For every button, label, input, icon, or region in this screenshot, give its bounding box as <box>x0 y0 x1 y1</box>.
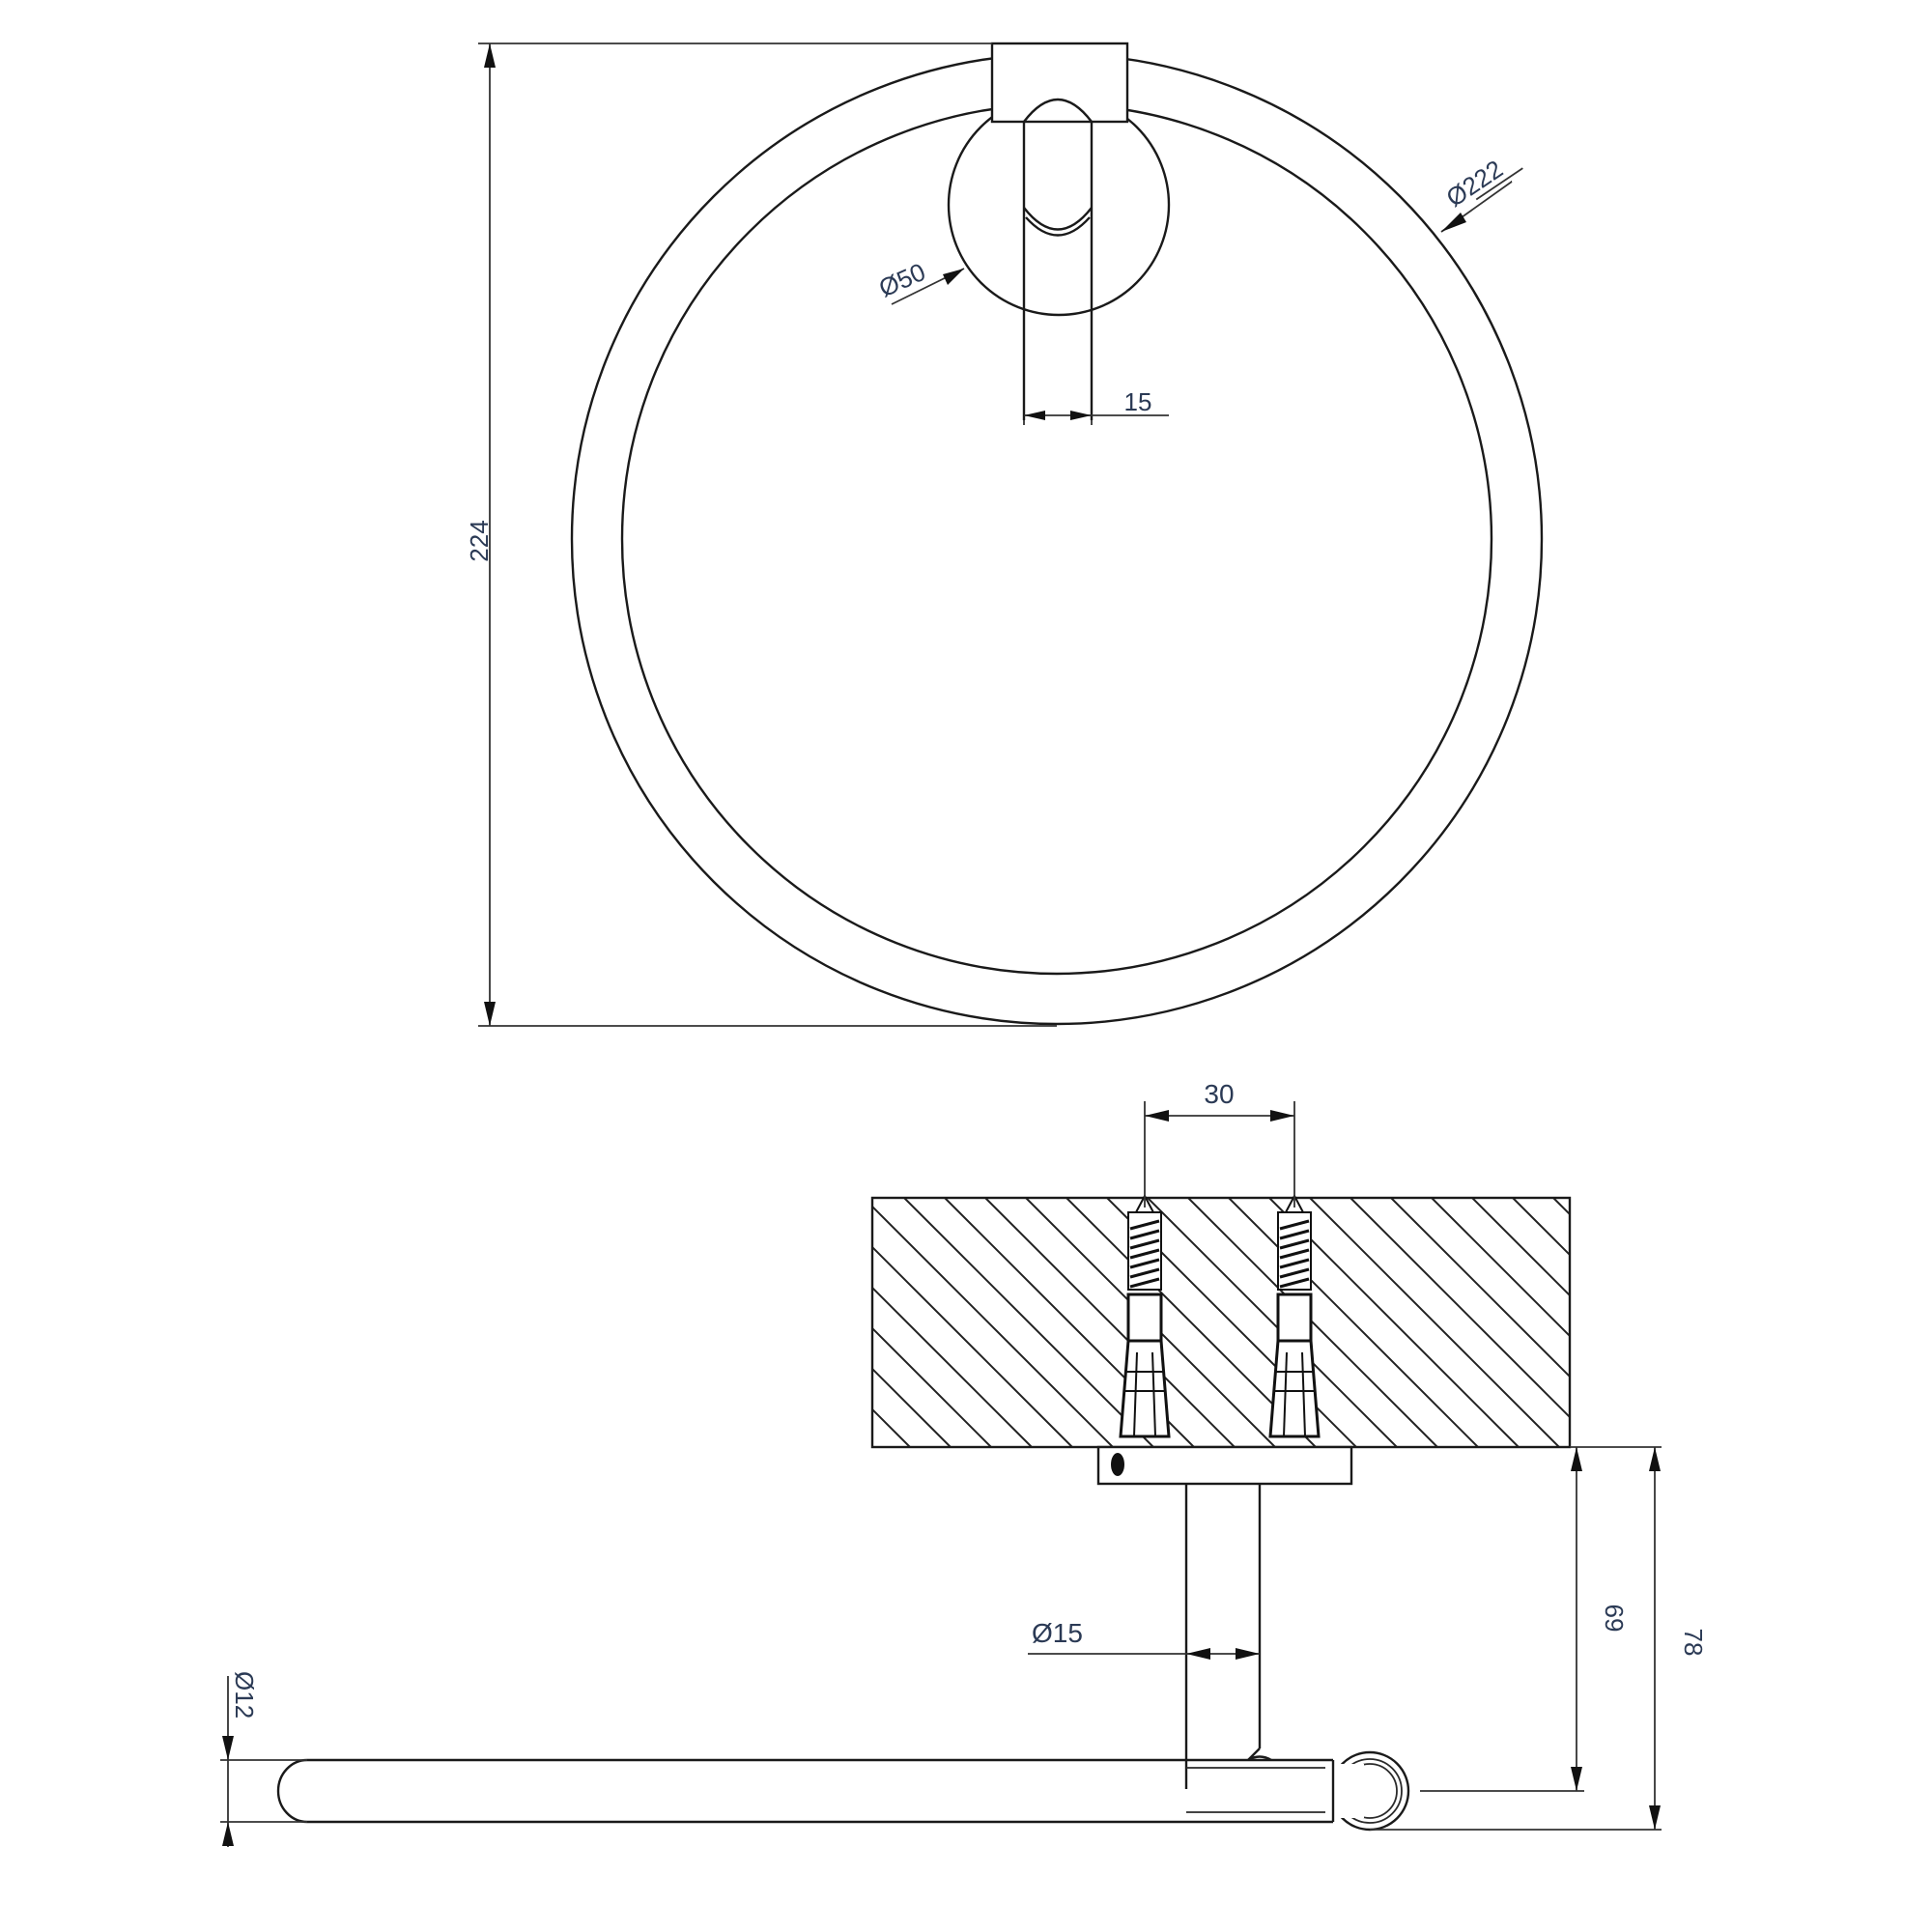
dim-projection-78-label: 78 <box>1679 1629 1708 1657</box>
dim-overall-height-label: 224 <box>465 520 494 561</box>
wall-section <box>870 1196 1572 1449</box>
front-view: 224 Ø222 Ø50 15 <box>465 42 1544 1027</box>
screw-anchor-left <box>1119 1193 1171 1438</box>
dim-post-width: 15 <box>1023 387 1169 425</box>
dim-projection-69-label: 69 <box>1600 1605 1629 1633</box>
dim-screw-spacing-label: 30 <box>1204 1079 1234 1109</box>
dim-overall-height: 224 <box>465 43 1057 1027</box>
dim-screw-spacing: 30 <box>1144 1079 1295 1208</box>
dim-ring-tube-diameter: Ø12 <box>220 1671 307 1847</box>
svg-text:Ø50: Ø50 <box>874 257 929 302</box>
wall-plate <box>1096 1445 1353 1486</box>
post-front <box>1022 98 1094 420</box>
dim-rosette-diameter: Ø50 <box>874 257 965 305</box>
svg-text:Ø12: Ø12 <box>230 1671 259 1719</box>
ring-holder-block <box>990 42 1129 124</box>
side-section-view: 30 Ø15 Ø12 69 <box>220 1079 1708 1847</box>
rosette-circle <box>947 93 1171 317</box>
svg-text:Ø15: Ø15 <box>1032 1618 1083 1648</box>
post-side <box>1184 1484 1272 1789</box>
diameter-symbol: Ø <box>230 1671 259 1690</box>
dim-ring-tube-diameter-label: 12 <box>230 1690 259 1719</box>
dim-post-diameter-label: 15 <box>1053 1618 1083 1648</box>
dim-ring-diameter: Ø222 <box>1440 155 1523 233</box>
ring-tube-side <box>276 1750 1410 1832</box>
screw-anchor-right <box>1268 1193 1321 1438</box>
dim-projection: 69 78 <box>1370 1446 1708 1831</box>
dim-post-width-label: 15 <box>1124 387 1152 416</box>
dim-post-diameter: Ø15 <box>1028 1618 1260 1660</box>
svg-text:Ø222: Ø222 <box>1441 155 1509 213</box>
diameter-symbol: Ø <box>1032 1618 1053 1648</box>
